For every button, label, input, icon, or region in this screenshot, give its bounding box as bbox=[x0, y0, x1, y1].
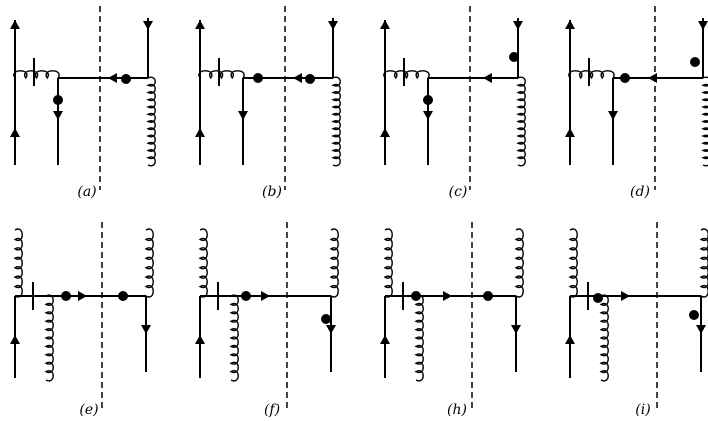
panel-label-e: (e) bbox=[79, 402, 98, 418]
gluon-line bbox=[599, 294, 609, 382]
gluon-line bbox=[331, 76, 341, 167]
panel-label-b: (b) bbox=[262, 184, 282, 200]
vertex-dot bbox=[620, 73, 630, 83]
vertex-dot bbox=[53, 95, 63, 105]
fermion-arrow bbox=[10, 335, 20, 344]
fermion-arrow bbox=[238, 111, 248, 120]
fermion-arrow bbox=[380, 335, 390, 344]
gluon-line bbox=[383, 228, 393, 298]
diagram-panels bbox=[10, 6, 708, 408]
diagram-panel-h bbox=[380, 222, 524, 408]
diagram-panel-a bbox=[10, 6, 156, 190]
panel-label-h: (h) bbox=[447, 402, 467, 418]
gluon-line bbox=[568, 70, 615, 80]
vertex-dot bbox=[118, 291, 128, 301]
gluon-line bbox=[144, 228, 154, 298]
fermion-arrow bbox=[53, 111, 63, 120]
gluon-line bbox=[198, 228, 208, 298]
vertex-dot bbox=[593, 293, 603, 303]
diagram-panel-i bbox=[565, 222, 708, 408]
vertex-dot bbox=[305, 74, 315, 84]
fermion-arrow bbox=[565, 128, 575, 137]
vertex-dot bbox=[509, 52, 519, 62]
fermion-arrow bbox=[565, 335, 575, 344]
panel-label-d: (d) bbox=[630, 184, 650, 200]
fermion-arrow bbox=[621, 291, 630, 301]
fermion-arrow bbox=[511, 325, 521, 334]
gluon-line bbox=[699, 228, 708, 298]
vertex-dot bbox=[689, 310, 699, 320]
vertex-dot bbox=[253, 73, 263, 83]
gluon-line bbox=[198, 70, 245, 80]
fermion-arrow bbox=[328, 21, 338, 30]
diagram-panel-d bbox=[565, 6, 708, 190]
fermion-arrow bbox=[423, 111, 433, 120]
gluon-line bbox=[146, 76, 156, 167]
fermion-arrow bbox=[513, 21, 523, 30]
gluon-line bbox=[329, 228, 339, 298]
fermion-arrow bbox=[141, 325, 151, 334]
gluon-line bbox=[514, 228, 524, 298]
fermion-arrow bbox=[326, 325, 336, 334]
fermion-arrow bbox=[483, 73, 492, 83]
fermion-arrow bbox=[10, 20, 20, 29]
fermion-arrow bbox=[443, 291, 452, 301]
diagram-panel-f bbox=[195, 222, 339, 408]
panel-label-c: (c) bbox=[449, 184, 468, 200]
vertex-dot bbox=[61, 291, 71, 301]
fermion-arrow bbox=[195, 128, 205, 137]
gluon-line bbox=[13, 228, 23, 298]
vertex-dot bbox=[411, 291, 421, 301]
fermion-arrow bbox=[380, 128, 390, 137]
panel-label-f: (f) bbox=[264, 402, 280, 418]
vertex-dot bbox=[241, 291, 251, 301]
diagram-panel-b bbox=[195, 6, 341, 190]
fermion-arrow bbox=[143, 21, 153, 30]
gluon-line bbox=[701, 76, 708, 167]
diagram-panel-c bbox=[380, 6, 526, 190]
panel-label-a: (a) bbox=[77, 184, 96, 200]
fermion-arrow bbox=[565, 20, 575, 29]
fermion-arrow bbox=[195, 335, 205, 344]
diagram-panel-e bbox=[10, 222, 154, 408]
fermion-arrow bbox=[108, 73, 117, 83]
fermion-arrow bbox=[78, 291, 87, 301]
vertex-dot bbox=[690, 57, 700, 67]
panel-label-i: (i) bbox=[635, 402, 650, 418]
gluon-line bbox=[414, 294, 424, 382]
vertex-dot bbox=[321, 314, 331, 324]
fermion-arrow bbox=[10, 128, 20, 137]
fermion-arrow bbox=[293, 73, 302, 83]
fermion-arrow bbox=[261, 291, 270, 301]
gluon-line bbox=[13, 70, 60, 80]
gluon-line bbox=[44, 294, 54, 382]
vertex-dot bbox=[423, 95, 433, 105]
fermion-arrow bbox=[380, 20, 390, 29]
gluon-line bbox=[229, 294, 239, 382]
gluon-line bbox=[568, 228, 578, 298]
gluon-line bbox=[516, 76, 526, 167]
fermion-arrow bbox=[608, 111, 618, 120]
gluon-line bbox=[383, 70, 430, 80]
vertex-dot bbox=[483, 291, 493, 301]
fermion-arrow bbox=[698, 21, 708, 30]
vertex-dot bbox=[121, 74, 131, 84]
fermion-arrow bbox=[195, 20, 205, 29]
fermion-arrow bbox=[696, 325, 706, 334]
